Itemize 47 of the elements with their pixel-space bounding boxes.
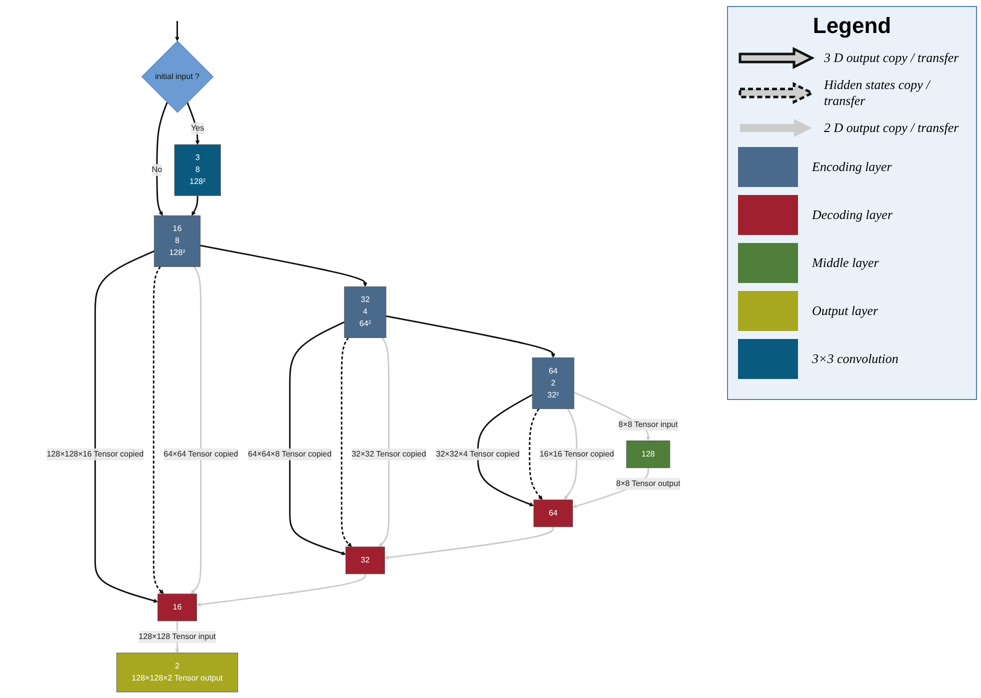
node-box: 64 2 32²	[532, 358, 574, 410]
node-box: 2 128×128×2 Tensor output	[116, 652, 238, 692]
edge-label: 16×16 Tensor copied	[540, 450, 614, 458]
legend-text: 2 D output copy / transfer	[824, 120, 959, 136]
node-box: 64	[533, 500, 573, 528]
node-diamond: initial input ?	[141, 40, 214, 113]
legend-title: Legend	[812, 13, 892, 39]
node-box: 16	[158, 594, 197, 622]
arrow	[196, 574, 366, 607]
edge-label: Yes	[191, 124, 204, 133]
node-box: 128	[626, 440, 670, 468]
arrow	[156, 102, 168, 216]
arrow	[152, 266, 164, 594]
arrow	[477, 394, 534, 506]
arrow	[190, 266, 202, 594]
edge-label: 32×32×4 Tensor copied	[436, 450, 520, 458]
edge-label: No	[152, 166, 162, 174]
node-box: 3 8 128²	[174, 144, 221, 196]
legend-text: Middle layer	[812, 255, 879, 271]
arrow	[340, 337, 352, 548]
arrow	[192, 196, 198, 216]
arrow	[94, 250, 158, 603]
arrow	[564, 408, 578, 500]
arrow	[186, 102, 200, 145]
arrow	[378, 337, 390, 548]
arrow	[528, 408, 543, 500]
arrow	[384, 526, 554, 560]
legend-text: 3×3 convolution	[812, 351, 898, 367]
edge-label: 8×8 Tensor output	[616, 479, 680, 488]
edge-label: 128×128×16 Tensor copied	[46, 450, 144, 458]
edge-label: 128×128 Tensor input	[138, 632, 216, 641]
node-box: 32	[346, 546, 385, 574]
legend-text: 3 D output copy / transfer	[824, 50, 959, 66]
arrow	[289, 321, 346, 556]
arrow	[200, 244, 368, 287]
edge-label: 64×64 Tensor copied	[164, 450, 238, 458]
edge-label: 64×64×8 Tensor copied	[248, 450, 332, 458]
legend-text: Output layer	[812, 303, 878, 319]
legend-text: Encoding layer	[812, 159, 892, 175]
arrow	[175, 21, 180, 42]
legend-text: Decoding layer	[812, 207, 893, 223]
edge-label: 32×32 Tensor copied	[352, 450, 426, 458]
node-box: 16 8 128²	[154, 215, 200, 267]
arrow	[386, 315, 556, 358]
edge-label: 8×8 Tensor input	[618, 420, 678, 429]
node-box: 32 4 64²	[344, 286, 386, 338]
legend-text: Hidden states copy / transfer	[824, 77, 932, 109]
